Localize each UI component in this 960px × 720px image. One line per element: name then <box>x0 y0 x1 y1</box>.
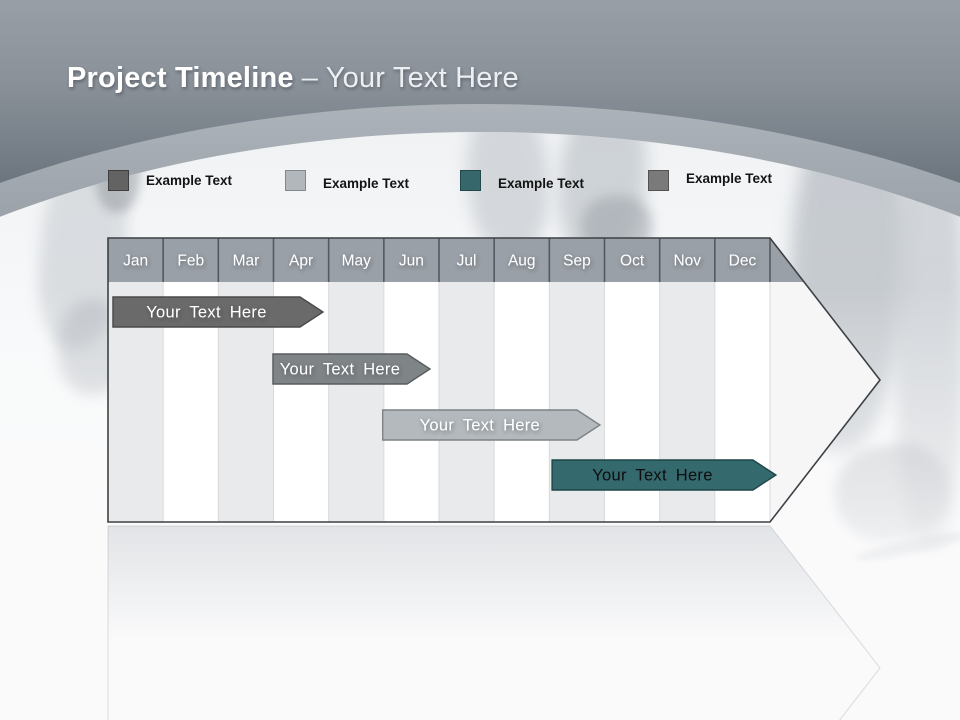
column-stripe-jun <box>383 282 439 522</box>
legend-swatch <box>460 170 481 191</box>
task-bar-3: Your Text Here <box>382 409 602 441</box>
legend-swatch <box>648 170 669 191</box>
column-stripe-may <box>328 282 384 522</box>
task-bar-label: Your Text Here <box>592 467 712 485</box>
month-header-jul: Jul <box>457 253 477 270</box>
page-title: Project Timeline– Your Text Here <box>67 60 519 96</box>
legend-label: Example Text <box>146 173 233 188</box>
month-header-jan: Jan <box>123 253 148 270</box>
timeline-arrow-outline <box>107 237 882 523</box>
legend-label: Example Text <box>498 176 585 191</box>
month-header-sep: Sep <box>563 253 591 270</box>
task-bar-2: Your Text Here <box>272 353 432 385</box>
month-header-aug: Aug <box>508 253 536 270</box>
month-header-apr: Apr <box>289 253 313 270</box>
legend-item: Example Text <box>648 170 772 191</box>
task-bar-shape <box>272 353 432 385</box>
month-header-jun: Jun <box>399 253 424 270</box>
column-stripe-aug <box>494 282 550 522</box>
legend-item: Example Text <box>108 170 232 191</box>
timeline-chart: Jan Feb Mar Apr May Jun Jul Aug Sep Oct Nov DecYour… <box>107 237 882 720</box>
column-stripe-jul <box>439 282 495 522</box>
task-bar-shape <box>382 409 602 441</box>
task-bar-label: Your Text Here <box>146 304 266 322</box>
task-bar-4: Your Text Here <box>551 459 778 491</box>
legend-swatch <box>285 170 306 191</box>
month-header-band <box>108 238 880 282</box>
month-header-dec: Dec <box>729 253 757 270</box>
month-header-mar: Mar <box>233 253 260 270</box>
legend-label: Example Text <box>686 171 773 186</box>
title-suffix: – Your Text Here <box>301 62 519 94</box>
month-header-feb: Feb <box>177 253 204 270</box>
legend-item: Example Text <box>285 170 409 191</box>
task-bar-1: Your Text Here <box>112 296 325 328</box>
title-main: Project Timeline <box>67 62 294 94</box>
legend-item: Example Text <box>460 170 584 191</box>
legend-label: Example Text <box>323 176 410 191</box>
task-bar-label: Your Text Here <box>280 361 400 379</box>
month-header-may: May <box>342 253 372 270</box>
month-header-nov: Nov <box>673 253 701 270</box>
legend-swatch <box>108 170 129 191</box>
month-header-oct: Oct <box>620 253 645 270</box>
table-reflection <box>107 525 881 720</box>
task-bar-shape <box>551 459 778 491</box>
task-bar-shape <box>112 296 325 328</box>
task-bar-label: Your Text Here <box>420 417 540 435</box>
